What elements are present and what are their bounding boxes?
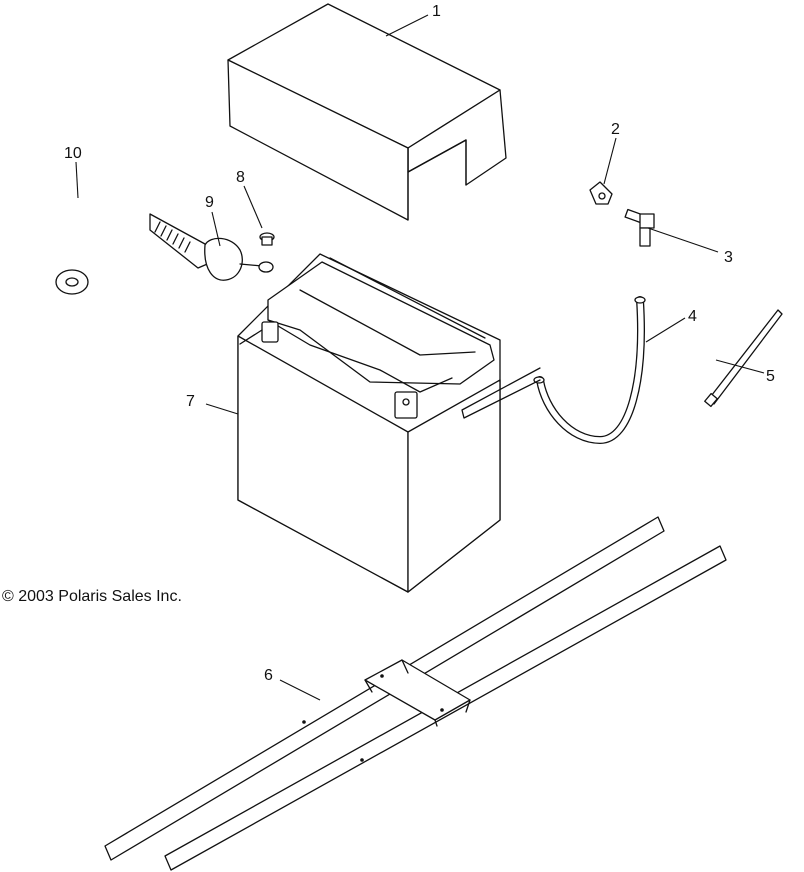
callout-5: 5 bbox=[766, 368, 775, 385]
part-2-vent-fitting bbox=[589, 181, 613, 205]
part-1-battery-cover bbox=[227, 3, 507, 221]
part-4-vent-tube bbox=[461, 296, 646, 445]
callout-9: 9 bbox=[205, 194, 214, 211]
part-6-hold-down-straps bbox=[104, 516, 727, 871]
callout-6: 6 bbox=[264, 667, 273, 684]
part-9-cable-boot bbox=[149, 213, 274, 281]
part-7-battery bbox=[237, 253, 501, 593]
part-3-elbow-fitting bbox=[624, 208, 655, 247]
part-5-cable-tie bbox=[704, 309, 783, 408]
callout-4: 4 bbox=[688, 308, 697, 325]
callout-8: 8 bbox=[236, 169, 245, 186]
callout-7: 7 bbox=[186, 393, 195, 410]
callout-1: 1 bbox=[432, 3, 441, 20]
callout-2: 2 bbox=[611, 121, 620, 138]
copyright-notice: © 2003 Polaris Sales Inc. bbox=[2, 588, 182, 605]
callout-10: 10 bbox=[64, 145, 82, 162]
part-10-battery-cable bbox=[40, 196, 153, 295]
callout-3: 3 bbox=[724, 249, 733, 266]
leader-lines bbox=[75, 14, 765, 701]
part-8-screw bbox=[259, 232, 275, 246]
callout-labels: 1 2 3 4 5 6 7 8 9 10 bbox=[64, 3, 775, 684]
